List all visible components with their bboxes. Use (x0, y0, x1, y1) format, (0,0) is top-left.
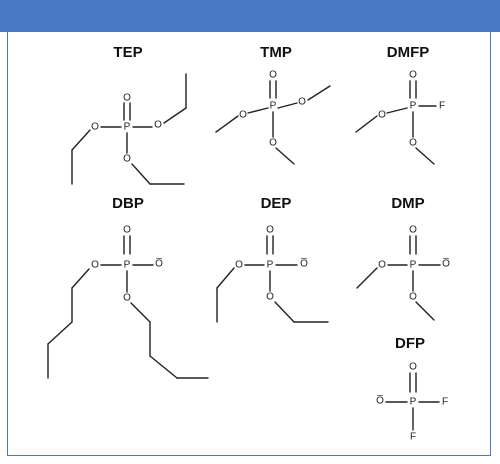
oxygen-atom: O (239, 110, 247, 121)
header-bar (0, 0, 500, 32)
dep-structure: O P O O̅ O (216, 225, 329, 323)
dmp-title: DMP (391, 195, 425, 212)
dmfp-structure: O P O F O (355, 70, 445, 165)
oxygen-atom: O (409, 70, 417, 81)
phosphorus-atom: P (124, 260, 131, 271)
dfp-title: DFP (395, 335, 425, 352)
oxygen-atom: O (123, 293, 131, 304)
dmp-structure: O P O O̅ O (356, 225, 450, 321)
phosphorus-atom: P (270, 101, 277, 112)
oxygen-atom: O (298, 97, 306, 108)
dbp-structure: O P O O̅ O (47, 225, 209, 379)
oxygen-atom: O (409, 138, 417, 149)
fluorine-atom: F (439, 101, 445, 112)
oxygen-atom: O (378, 260, 386, 271)
tmp-title: TMP (260, 44, 292, 61)
oxide-atom: O̅ (155, 258, 163, 270)
oxygen-atom: O (123, 225, 131, 236)
dfp-structure: O P O̅ F F (376, 362, 448, 443)
oxide-atom: O̅ (300, 258, 308, 270)
oxygen-atom: O (269, 70, 277, 81)
oxygen-atom: O (123, 93, 131, 104)
tep-structure: O P O O O (71, 73, 187, 185)
oxygen-atom: O (266, 292, 274, 303)
oxygen-atom: O (91, 260, 99, 271)
oxygen-atom: O (123, 154, 131, 165)
oxygen-atom: O (409, 225, 417, 236)
oxygen-atom: O (378, 110, 386, 121)
phosphorus-atom: P (410, 397, 417, 408)
tep-title: TEP (113, 44, 143, 61)
oxygen-atom: O (269, 138, 277, 149)
oxygen-atom: O (154, 120, 162, 131)
tmp-structure: O P O O O (215, 70, 331, 165)
oxide-atom: O̅ (376, 395, 384, 407)
dbp-title: DBP (112, 195, 144, 212)
phosphorus-atom: P (267, 260, 274, 271)
fluorine-atom: F (442, 397, 448, 408)
phosphorus-atom: P (410, 260, 417, 271)
structures-panel (7, 32, 491, 456)
oxygen-atom: O (91, 122, 99, 133)
dep-title: DEP (260, 195, 292, 212)
phosphorus-atom: P (410, 101, 417, 112)
oxide-atom: O̅ (442, 258, 450, 270)
oxygen-atom: O (266, 225, 274, 236)
fluorine-atom: F (410, 432, 416, 443)
dmfp-title: DMFP (386, 44, 430, 61)
oxygen-atom: O (235, 260, 243, 271)
oxygen-atom: O (409, 292, 417, 303)
phosphorus-atom: P (124, 122, 131, 133)
oxygen-atom: O (409, 362, 417, 373)
